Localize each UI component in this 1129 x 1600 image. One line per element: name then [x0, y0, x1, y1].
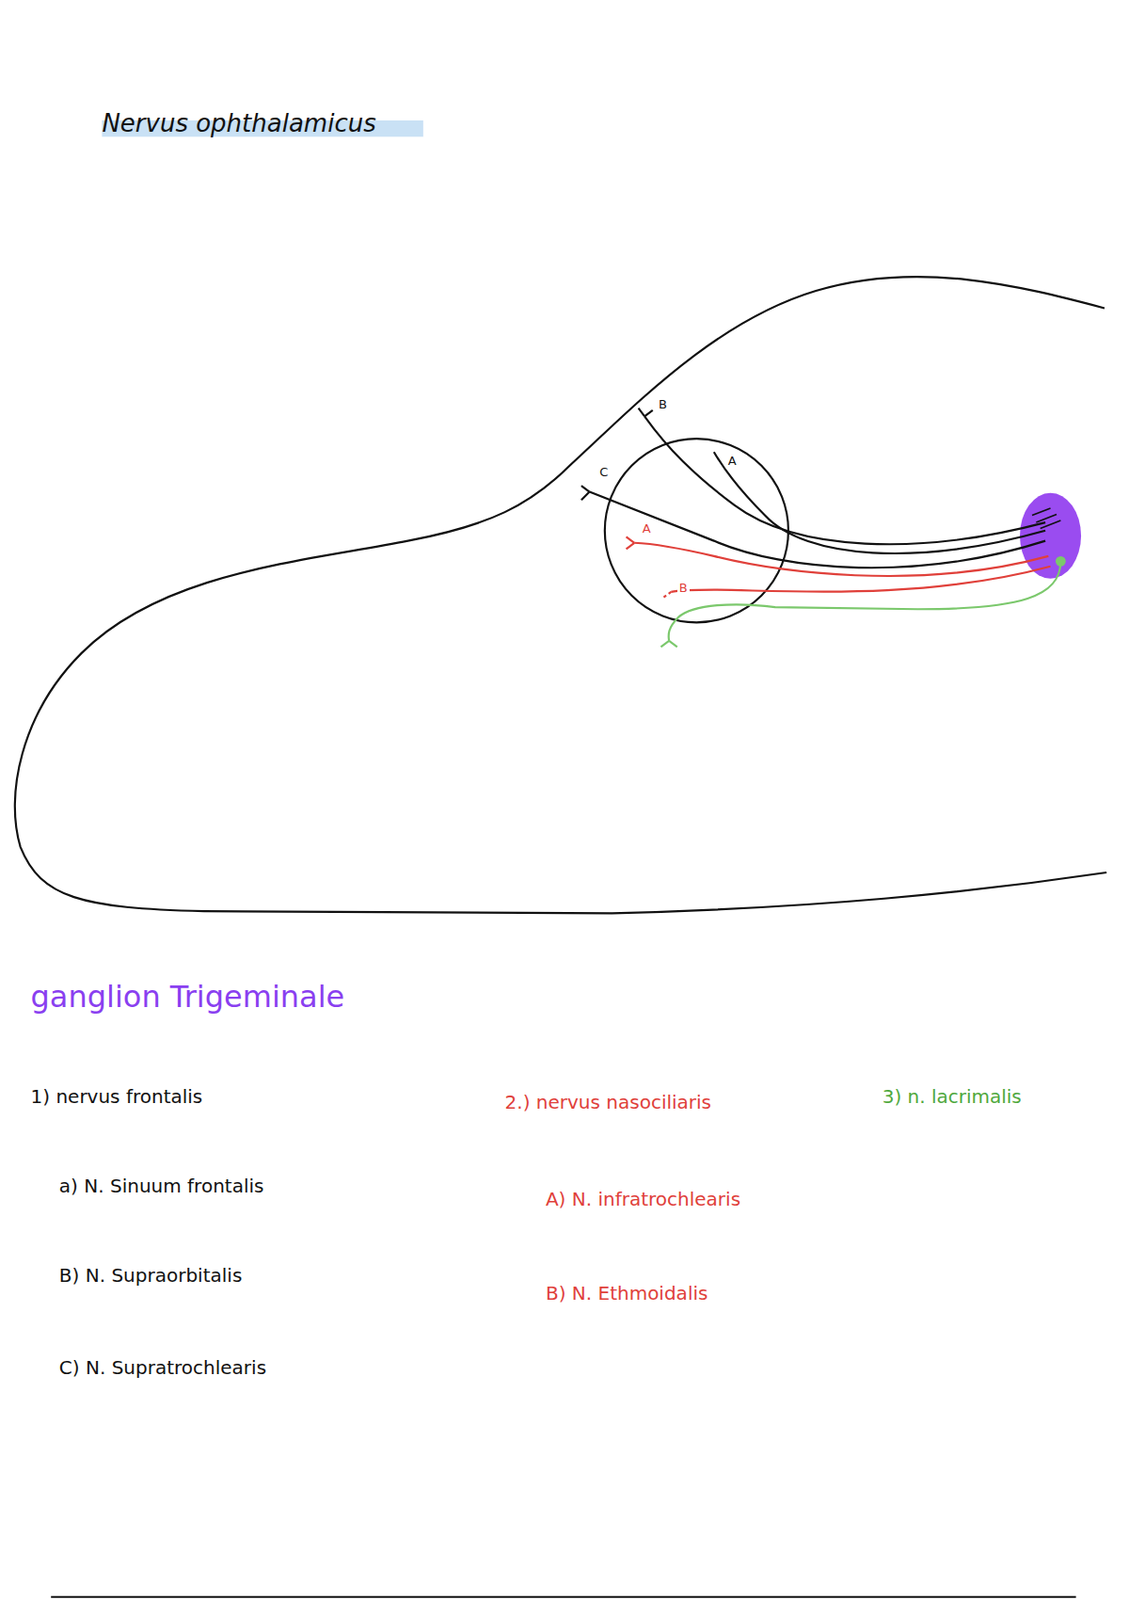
- branch-name: C) N. Supratrochlearis: [59, 1356, 267, 1379]
- nerve-name: 1) nervus frontalis: [31, 1085, 204, 1108]
- supratrochlear-nerve: [589, 492, 1047, 569]
- supraorbital-nerve: [644, 415, 1046, 544]
- nerve-fork: [663, 591, 672, 599]
- callout-letter: B: [677, 581, 690, 596]
- lacrimal-root-dot: [1056, 556, 1066, 566]
- ganglion-label: ganglion Trigeminale: [31, 979, 346, 1015]
- callout-letter: A: [640, 522, 653, 537]
- nerve-fork: [626, 536, 636, 549]
- nerve-fork: [638, 408, 653, 417]
- infratrochlear-nerve: [634, 542, 1049, 576]
- callout-letter: C: [597, 465, 610, 480]
- bottom-rule: [50, 1595, 1076, 1598]
- callout-letter: B: [656, 397, 669, 413]
- nerve-fork: [581, 485, 590, 500]
- branch-name: a) N. Sinuum frontalis: [59, 1175, 265, 1197]
- head-outline: [15, 276, 1107, 913]
- orbit-circle: [604, 438, 789, 622]
- branch-name: A) N. infratrochlearis: [545, 1188, 741, 1210]
- branch-name: B) N. Ethmoidalis: [545, 1282, 708, 1304]
- frontal-sinus-nerve: [714, 451, 1046, 554]
- ethmoidal-nerve: [670, 566, 1050, 592]
- callout-letter: A: [726, 454, 739, 469]
- lacrimal-nerve: [668, 560, 1062, 641]
- nerve-name: 3) n. lacrimalis: [882, 1085, 1022, 1108]
- nerve-fork: [660, 640, 677, 648]
- nerve-name: 2.) nervus nasociliaris: [505, 1091, 712, 1114]
- branch-name: B) N. Supraorbitalis: [59, 1264, 242, 1287]
- ganglion-marks: [1032, 508, 1061, 529]
- title: Nervus ophthalamicus: [101, 110, 376, 139]
